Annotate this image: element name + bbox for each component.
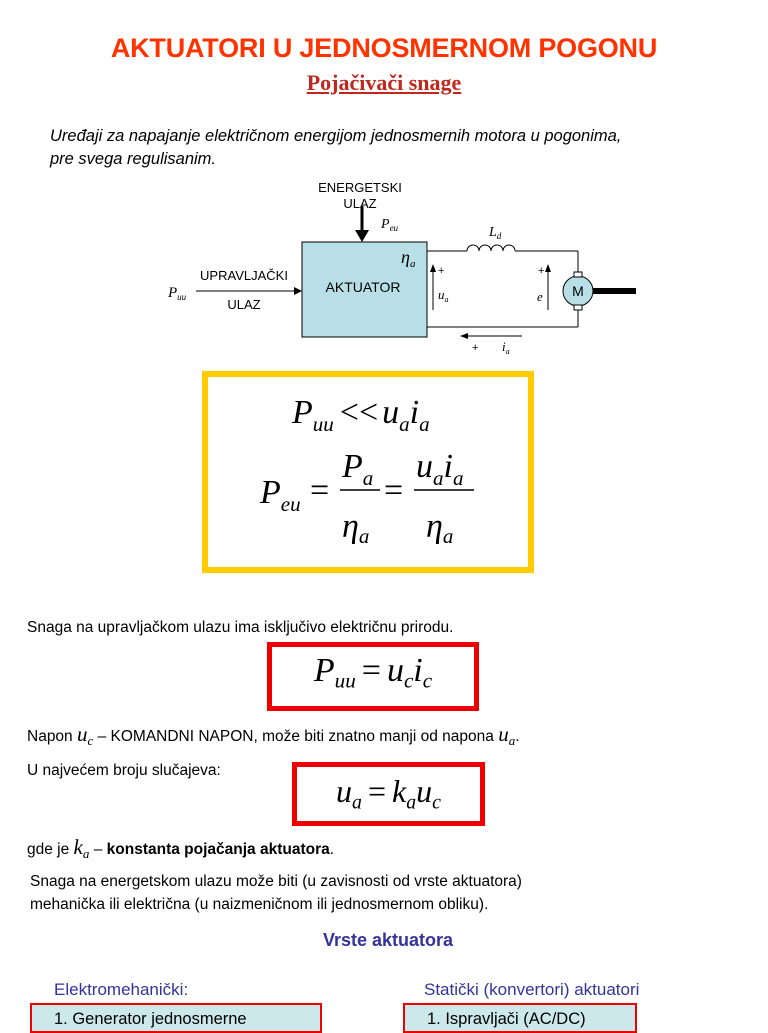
intro-line-2: pre svega regulisanim. — [50, 150, 216, 168]
formula-energy-power-lhs: Peu — [259, 474, 301, 516]
formula-control-power-inequality: Puu<<uaia — [291, 394, 430, 436]
control-power-formula: Puu=ucic — [313, 652, 433, 693]
e-arrow-head — [545, 264, 551, 272]
actuator-circuit-diagram: ENERGETSKI ULAZ Peu AKTUATOR ηa UPRAVLJA… — [167, 180, 636, 356]
energy-input-text-2: mehanička ili električna (u naizmeničnom… — [30, 896, 489, 913]
command-voltage-text: Napon uc – KOMANDNI NAPON, može biti zna… — [27, 722, 520, 749]
e-symbol: e — [537, 289, 543, 304]
energy-input-label-1: ENERGETSKI — [318, 180, 402, 195]
actuator-types-heading: Vrste aktuatora — [322, 930, 454, 950]
intro-line-1: Uređaji za napajanje električnom energij… — [50, 127, 622, 145]
ia-plus: + — [472, 342, 478, 354]
ua-arrow-head — [430, 264, 436, 272]
static-converters-heading: Statički (konvertori) aktuatori — [424, 980, 640, 999]
power-formulas-box — [202, 371, 534, 573]
energy-input-arrow-head — [355, 230, 369, 242]
electromechanical-item-1: 1. Generator jednosmerne — [30, 1003, 322, 1033]
motor-label: M — [572, 283, 584, 299]
motor-brush-top — [573, 271, 583, 278]
fraction-2-denominator: ηa — [426, 508, 453, 548]
fraction-1-numerator: Pa — [341, 448, 373, 490]
ia-arrow-head — [460, 333, 468, 339]
gain-formula: ua=kauc — [336, 773, 441, 814]
formula-equals-1: = — [310, 472, 329, 509]
control-power-formula-box — [267, 642, 479, 711]
static-converters-item-1: 1. Ispravljači (AC/DC) — [403, 1003, 637, 1033]
fraction-1-denominator: ηa — [342, 508, 369, 548]
gain-definition-text: gde je ka – konstanta pojačanja aktuator… — [27, 835, 335, 862]
most-cases-text: U najvećem broju slučajeva: — [27, 762, 221, 779]
power-formulas: Puu<<uaia Peu = Pa ηa = uaia ηa — [259, 394, 474, 548]
ia-symbol: ia — [502, 339, 510, 356]
page-title: AKTUATORI U JEDNOSMERNOM POGONU — [110, 33, 658, 63]
energy-input-text-1: Snaga na energetskom ulazu može biti (u … — [30, 873, 522, 890]
actuator-block — [301, 241, 428, 338]
inductor-coil — [466, 244, 516, 252]
electromechanical-heading: Elektromehanički: — [54, 980, 189, 999]
p-eu-symbol: Peu — [380, 217, 399, 233]
e-plus: + — [538, 265, 544, 277]
formula-equals-2: = — [384, 472, 403, 509]
eta-a-symbol: ηa — [401, 247, 416, 270]
fraction-2-numerator: uaia — [416, 448, 463, 490]
p-uu-symbol: Puu — [167, 285, 187, 302]
control-input-arrow-head — [294, 287, 302, 295]
gain-formula-box — [292, 762, 485, 826]
energy-input-label-2: ULAZ — [343, 196, 376, 211]
page-subtitle: Pojačivači snage — [306, 70, 462, 95]
control-input-label-1: UPRAVLJAČKI — [200, 268, 288, 283]
ua-plus: + — [438, 265, 444, 277]
control-input-label-2: ULAZ — [227, 297, 260, 312]
actuator-label: AKTUATOR — [326, 279, 401, 295]
ua-symbol: ua — [438, 287, 449, 304]
inductance-symbol: Ld — [488, 225, 502, 241]
motor-brush-bottom — [573, 304, 583, 311]
control-power-text: Snaga na upravljačkom ulazu ima isključi… — [27, 619, 454, 636]
